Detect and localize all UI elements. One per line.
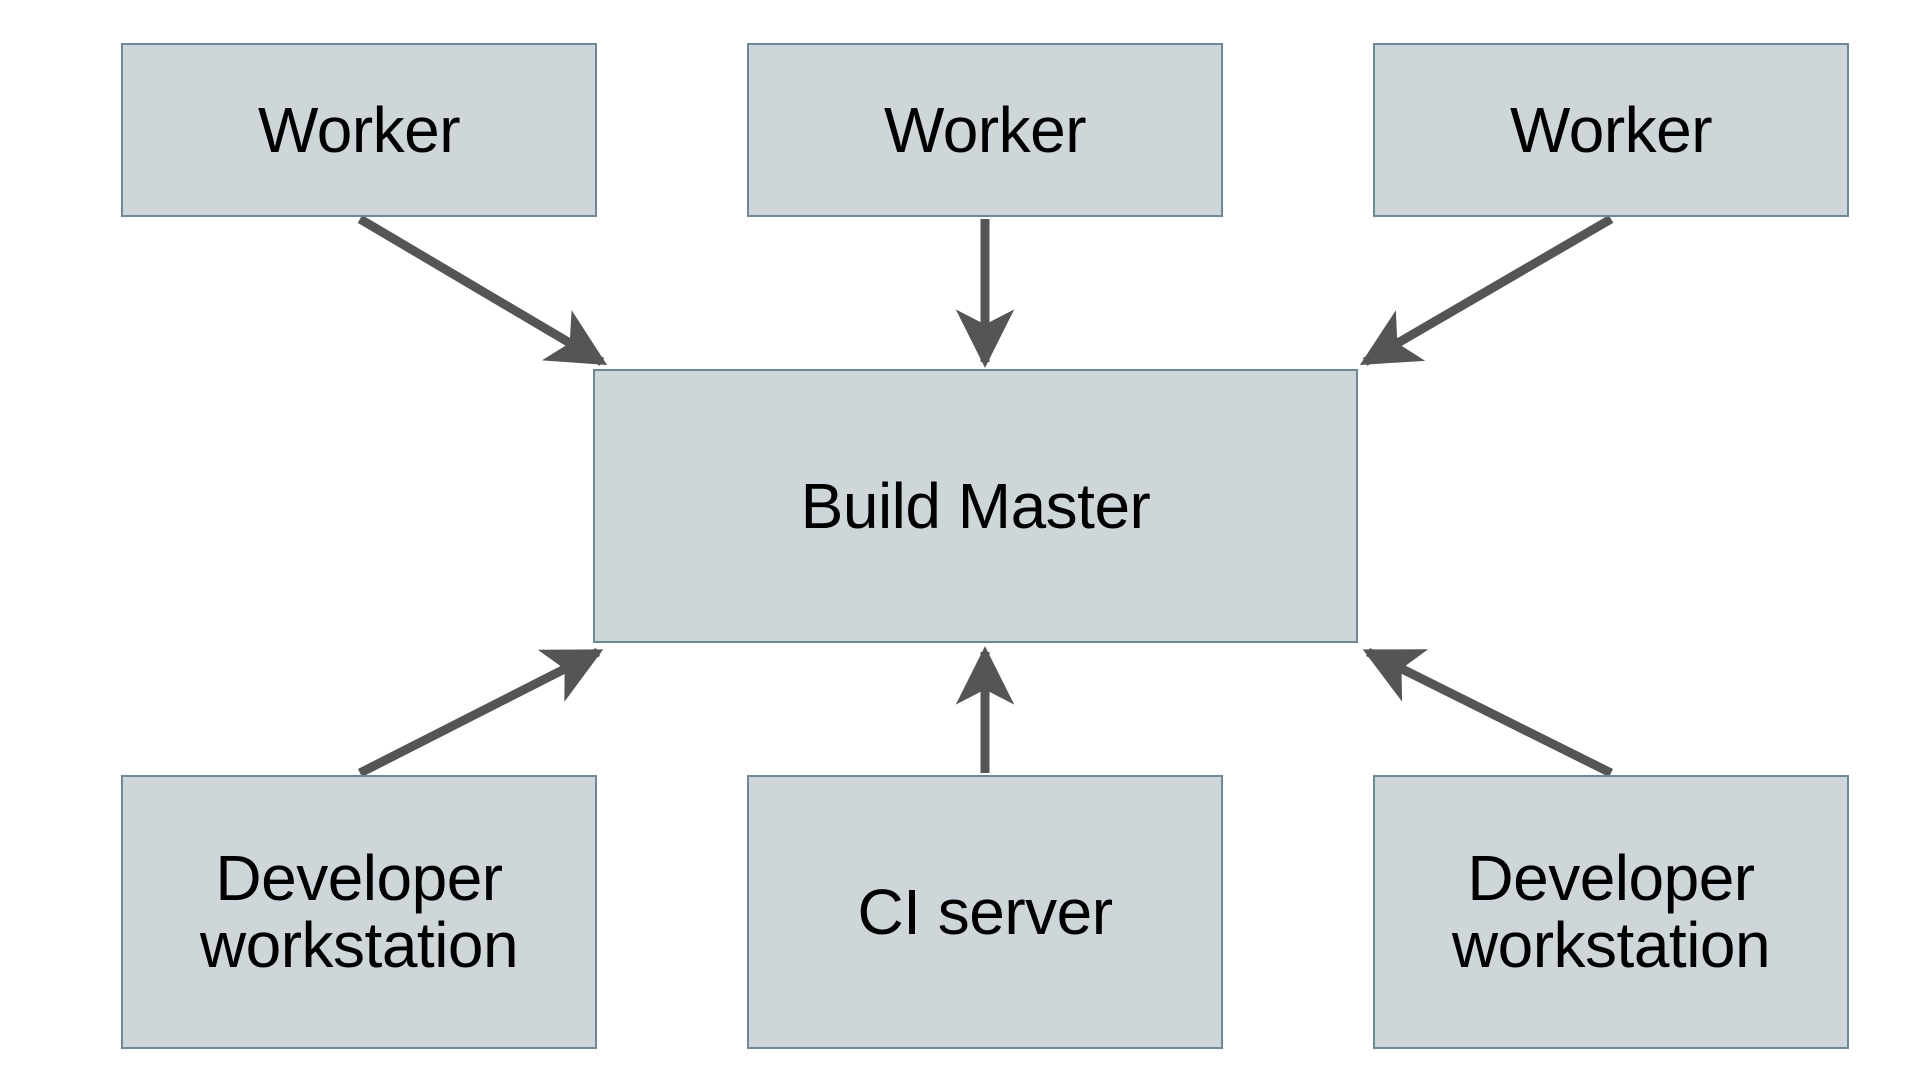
node-worker-1-label: Worker [257, 93, 461, 166]
edge-worker-1-to-build-master [357, 215, 608, 366]
edge-worker-3-to-build-master [1359, 215, 1614, 366]
node-developer-workstation-right-label: Developer workstation [1451, 842, 1771, 981]
node-developer-workstation-right[interactable]: Developer workstation [1373, 775, 1849, 1049]
node-worker-3-label: Worker [1509, 93, 1713, 166]
node-developer-workstation-left-label: Developer workstation [199, 842, 519, 981]
node-build-master-label: Build Master [800, 469, 1151, 542]
node-worker-2-label: Worker [883, 93, 1087, 166]
node-developer-workstation-left[interactable]: Developer workstation [121, 775, 597, 1049]
node-worker-1[interactable]: Worker [121, 43, 597, 217]
node-ci-server[interactable]: CI server [747, 775, 1223, 1049]
node-worker-3[interactable]: Worker [1373, 43, 1849, 217]
edge-dev-1-to-build-master [357, 647, 604, 778]
edge-dev-2-to-build-master [1362, 647, 1614, 778]
node-worker-2[interactable]: Worker [747, 43, 1223, 217]
node-ci-server-label: CI server [857, 875, 1113, 948]
node-build-master[interactable]: Build Master [593, 369, 1358, 643]
